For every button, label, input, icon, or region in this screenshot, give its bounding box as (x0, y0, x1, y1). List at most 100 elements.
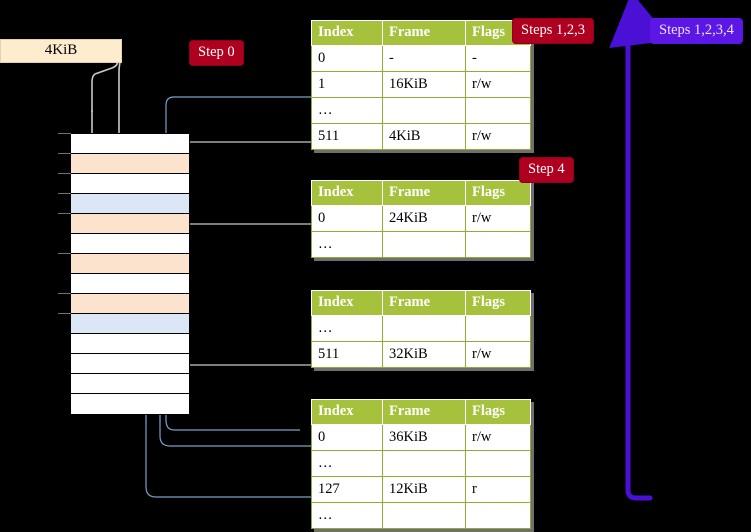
column-header-frame: Frame (382, 180, 466, 206)
memory-tick (58, 313, 71, 314)
table-cell: r/w (465, 71, 531, 98)
step-badge-steps123: Steps 1,2,3 (512, 18, 595, 44)
table-cell (382, 231, 466, 258)
table-cell: r/w (465, 205, 531, 232)
memory-tick (58, 293, 71, 294)
memory-tick (58, 133, 71, 134)
table-cell: r/w (465, 424, 531, 451)
column-header-flags: Flags (465, 180, 531, 206)
table-cell: 511 (311, 341, 383, 368)
memory-tick (58, 253, 71, 254)
table-shadow (314, 368, 534, 371)
table-cell (465, 97, 531, 124)
table-cell: - (382, 45, 466, 72)
step-badge-step4: Step 4 (519, 157, 574, 183)
memory-frame-row (71, 234, 189, 254)
memory-tick (58, 213, 71, 214)
column-header-index: Index (311, 399, 383, 425)
column-header-flags: Flags (465, 399, 531, 425)
table-cell: r (465, 476, 531, 503)
table-shadow (531, 293, 534, 371)
memory-frame-row (71, 374, 189, 394)
column-header-frame: Frame (382, 20, 466, 46)
table-cell (382, 450, 466, 477)
memory-frame-row (71, 134, 189, 154)
column-header-index: Index (311, 180, 383, 206)
memory-size-label: 4KiB (0, 39, 122, 63)
table-shadow (531, 23, 534, 153)
memory-frame-row (71, 314, 189, 334)
table-cell: 12KiB (382, 476, 466, 503)
table-cell: 0 (311, 45, 383, 72)
table-cell: … (311, 502, 383, 529)
table-cell: … (311, 315, 383, 342)
column-header-index: Index (311, 290, 383, 316)
column-header-flags: Flags (465, 290, 531, 316)
table-shadow (531, 402, 534, 532)
table-row[interactable]: … (311, 502, 531, 529)
table-cell: 0 (311, 205, 383, 232)
table-cell: 1 (311, 71, 383, 98)
step-badge-steps1234: Steps 1,2,3,4 (650, 18, 743, 44)
table-row[interactable]: … (311, 450, 531, 477)
physical-memory-grid (70, 133, 190, 415)
step-badge-step0: Step 0 (189, 40, 244, 66)
table-cell: 0 (311, 424, 383, 451)
memory-tick (58, 153, 71, 154)
memory-frame-row (71, 174, 189, 194)
column-header-frame: Frame (382, 399, 466, 425)
table-cell: - (465, 45, 531, 72)
table-row[interactable]: … (311, 97, 531, 124)
table-cell: 36KiB (382, 424, 466, 451)
table-cell (465, 231, 531, 258)
memory-frame-row (71, 254, 189, 274)
table-cell (382, 502, 466, 529)
table-cell: 24KiB (382, 205, 466, 232)
memory-frame-row (71, 294, 189, 314)
memory-frame-row (71, 194, 189, 214)
table-cell (465, 450, 531, 477)
memory-frame-row (71, 214, 189, 234)
table-cell: 4KiB (382, 123, 466, 150)
table-cell: 32KiB (382, 341, 466, 368)
table-shadow (314, 150, 534, 153)
table-cell (465, 502, 531, 529)
column-header-frame: Frame (382, 290, 466, 316)
memory-tick (58, 193, 71, 194)
table-cell (382, 315, 466, 342)
column-header-index: Index (311, 20, 383, 46)
table-cell: 511 (311, 123, 383, 150)
memory-tick (58, 173, 71, 174)
table-row[interactable]: 0-- (311, 45, 531, 72)
table-cell: … (311, 231, 383, 258)
memory-size-label-text: 4KiB (44, 42, 78, 58)
table-row[interactable]: … (311, 231, 531, 258)
table-cell: 127 (311, 476, 383, 503)
table-row[interactable]: … (311, 315, 531, 342)
table-cell: … (311, 97, 383, 124)
table-shadow (314, 258, 534, 261)
table-cell: r/w (465, 123, 531, 150)
table-cell: … (311, 450, 383, 477)
memory-frame-row (71, 274, 189, 294)
table-cell: r/w (465, 341, 531, 368)
memory-frame-row (71, 354, 189, 374)
table-cell (465, 315, 531, 342)
table-cell: 16KiB (382, 71, 466, 98)
memory-frame-row (71, 394, 189, 414)
table-shadow (531, 183, 534, 261)
memory-frame-row (71, 334, 189, 354)
